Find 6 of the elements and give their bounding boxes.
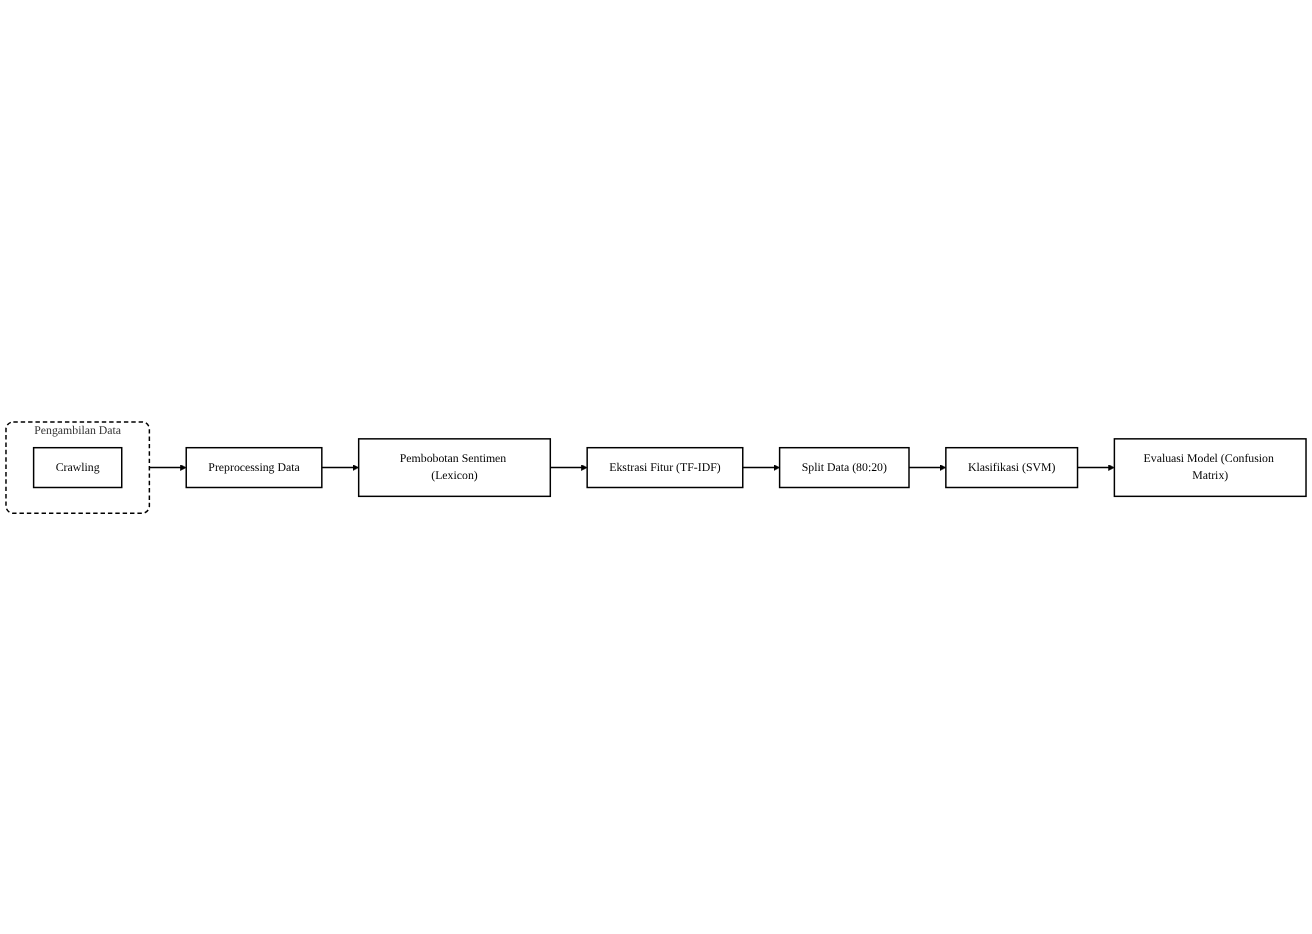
arrow — [1076, 463, 1115, 471]
arrow — [908, 463, 947, 471]
arrow — [321, 463, 359, 471]
arrow — [549, 463, 588, 471]
arrow — [742, 463, 780, 471]
arrow — [148, 463, 187, 471]
